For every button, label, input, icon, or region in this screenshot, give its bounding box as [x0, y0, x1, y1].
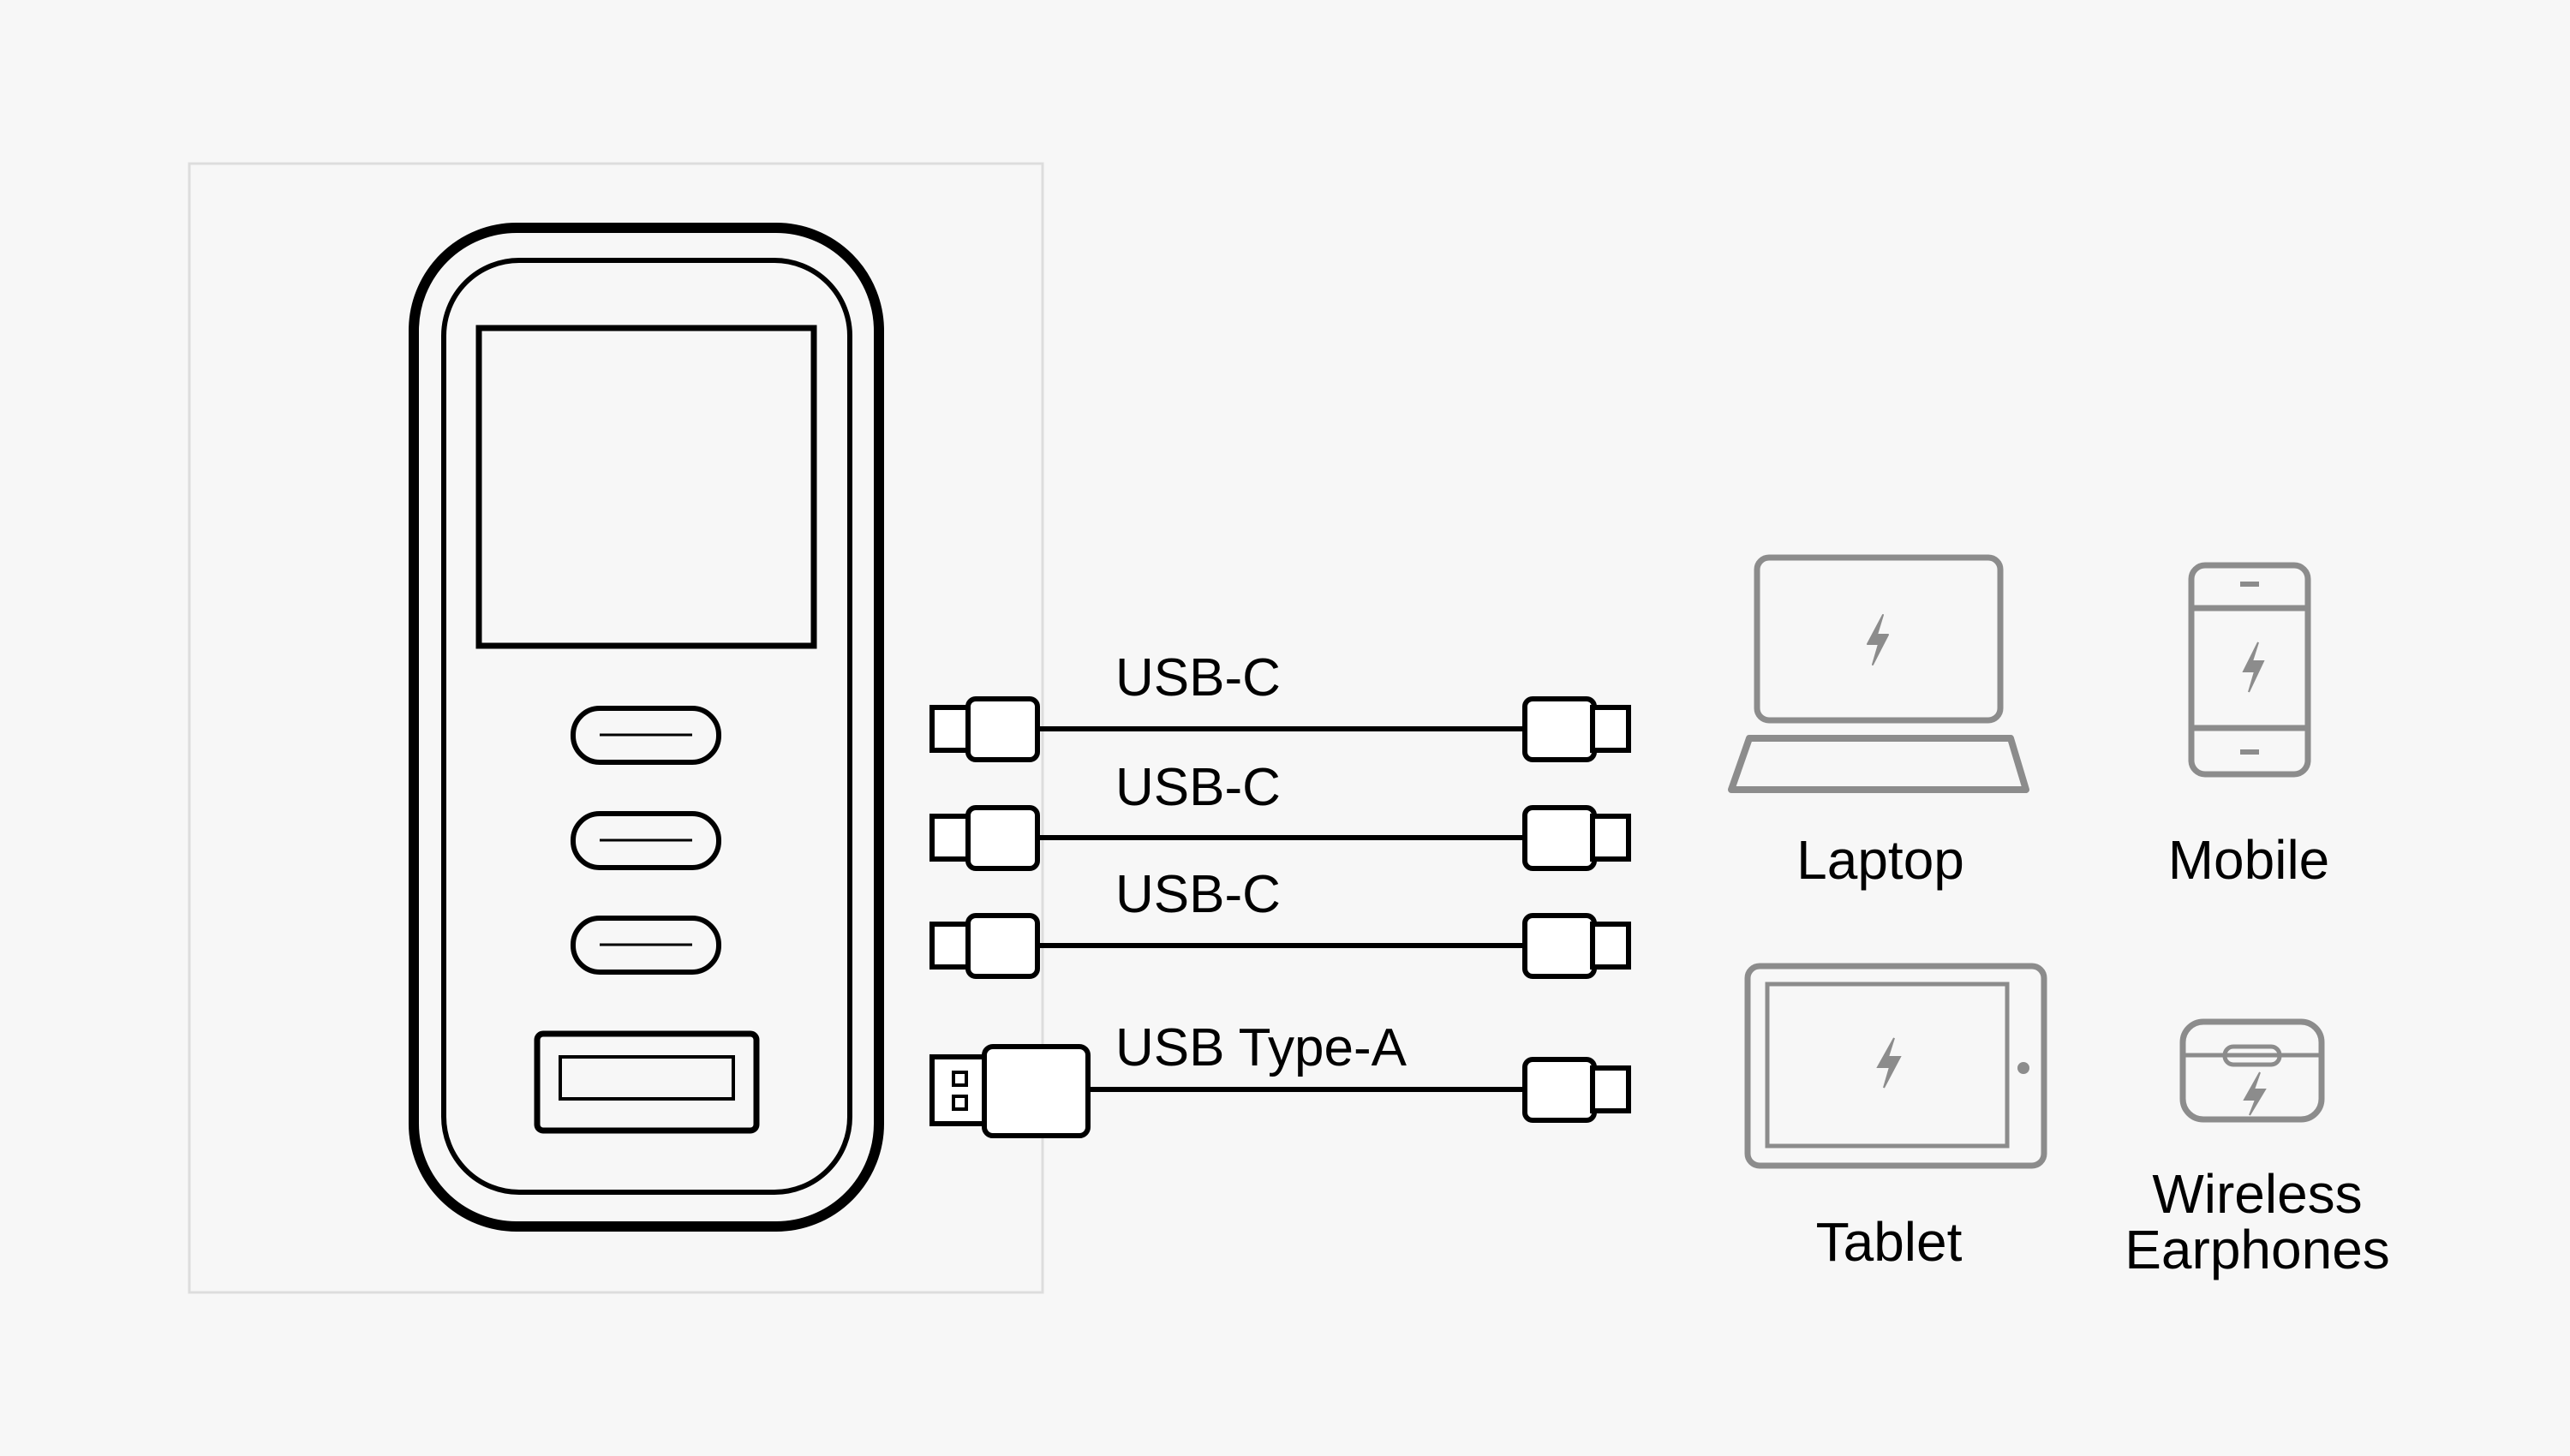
- cable-label-usb-type-a: USB Type-A: [1115, 1018, 1408, 1077]
- cable-label-usb-c: USB-C: [1115, 865, 1281, 924]
- usb-c-cable: [929, 805, 1631, 871]
- charger-icon: [409, 223, 884, 1232]
- device-label-line: Earphones: [2125, 1219, 2390, 1281]
- charger-panel: [188, 162, 1044, 1294]
- charger-usb-a-port: [534, 1030, 760, 1134]
- usb-c-cable: [929, 696, 1631, 762]
- tablet-icon: [1744, 963, 2047, 1169]
- cable-label-usb-c: USB-C: [1115, 648, 1281, 707]
- usb-c-cable: [929, 913, 1631, 979]
- device-label-wireless-earphones: Wireless Earphones: [2073, 1163, 2442, 1281]
- laptop-icon: [1728, 554, 2029, 793]
- device-label-mobile: Mobile: [2167, 829, 2330, 891]
- earphones-case-icon: [2179, 1018, 2325, 1123]
- charger-inner-body: [441, 258, 852, 1195]
- mobile-icon: [2188, 562, 2311, 778]
- charger-usb-c-port: [571, 916, 721, 975]
- device-label-tablet: Tablet: [1815, 1211, 1963, 1273]
- charger-usb-c-port: [571, 706, 721, 765]
- cable-label-usb-c: USB-C: [1115, 758, 1281, 817]
- usb-type-a-cable: [929, 1044, 1631, 1138]
- charger-outer-body: [409, 223, 884, 1232]
- device-label-line: Wireless: [2152, 1163, 2363, 1225]
- device-label-laptop: Laptop: [1796, 829, 1964, 891]
- charger-usb-c-port: [571, 811, 721, 870]
- charger-display: [475, 325, 817, 649]
